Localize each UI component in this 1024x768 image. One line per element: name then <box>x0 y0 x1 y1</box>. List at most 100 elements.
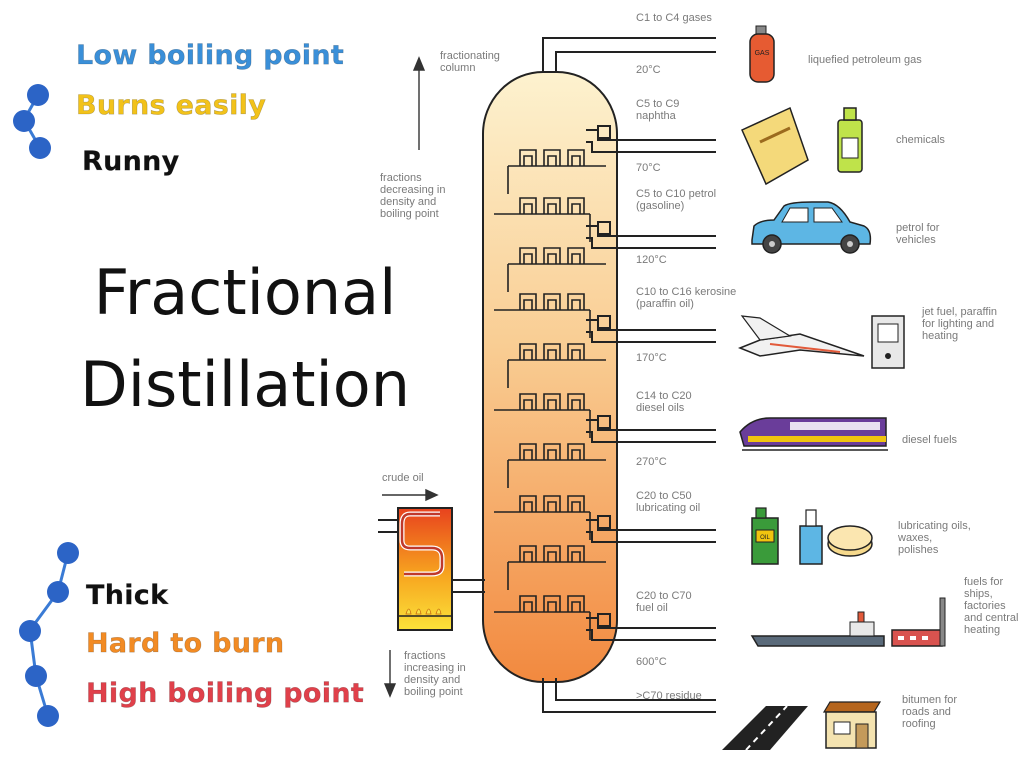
crude-oil-pipe <box>378 519 485 593</box>
bubble-cap <box>543 149 561 166</box>
use-label: jet fuel, paraffin for lighting and heat… <box>922 306 998 342</box>
bubble-cap <box>567 595 585 612</box>
polish-bottle-icon <box>799 509 823 565</box>
bubble-cap <box>567 393 585 410</box>
bubble-cap <box>519 293 537 310</box>
wax-tin-icon <box>827 525 873 557</box>
bubble-cap <box>567 545 585 562</box>
fraction-name: C1 to C4 gases <box>636 12 712 24</box>
property-high-boiling: High boiling point <box>86 678 365 710</box>
bullet-dot-icon <box>57 542 79 564</box>
bubble-cap <box>519 495 537 512</box>
ship-icon <box>750 611 885 647</box>
column-outlets <box>586 125 716 641</box>
outlet-valve <box>597 315 611 329</box>
bubble-cap <box>543 293 561 310</box>
furnace <box>397 507 453 631</box>
heater-icon <box>871 315 905 369</box>
outlet-pipe <box>586 629 716 641</box>
title-line-1: Fractional <box>93 256 397 329</box>
fraction-name: C20 to C70 fuel oil <box>636 590 692 614</box>
bullet-dot-icon <box>37 705 59 727</box>
temperature-label: 270°C <box>636 456 667 468</box>
svg-text:OIL: OIL <box>760 535 770 541</box>
column-label: fractionating column <box>440 50 500 74</box>
bubble-cap <box>543 595 561 612</box>
fraction-name: >C70 residue <box>636 690 702 702</box>
road-icon <box>722 705 808 751</box>
bubble-cap <box>543 443 561 460</box>
outlet-pipe <box>586 141 716 153</box>
gas-cylinder-icon: GAS <box>749 25 775 83</box>
chemicals-icon <box>741 106 863 186</box>
train-icon <box>739 417 888 451</box>
fraction-name: C10 to C16 kerosine (paraffin oil) <box>636 286 737 310</box>
outlet-pipe <box>586 237 716 249</box>
property-thick: Thick <box>86 580 169 612</box>
bubble-cap <box>519 197 537 214</box>
outlet-valve <box>597 221 611 235</box>
gas-outlet-pipe <box>542 37 716 78</box>
use-label: lubricating oils, waxes, polishes <box>898 520 971 556</box>
up-arrow-icon <box>412 56 426 150</box>
use-label: bitumen for roads and roofing <box>902 694 958 730</box>
temperature-label: 120°C <box>636 254 667 266</box>
bullet-dot-icon <box>19 620 41 642</box>
bullet-dot-icon <box>13 110 35 132</box>
bubble-cap <box>567 247 585 264</box>
bullet-dot-icon <box>29 137 51 159</box>
fraction-name: C14 to C20 diesel oils <box>636 390 692 414</box>
bubble-cap <box>519 149 537 166</box>
use-label: petrol for vehicles <box>896 222 940 246</box>
residue-outlet-pipe <box>542 678 716 713</box>
house-icon <box>822 701 882 749</box>
bubble-cap <box>567 293 585 310</box>
oil-can-icon: OIL <box>751 507 779 565</box>
bubble-cap <box>519 247 537 264</box>
property-hard-to-burn: Hard to burn <box>86 628 285 660</box>
bullet-dot-icon <box>47 581 69 603</box>
jet-icon <box>737 315 865 357</box>
use-label: fuels for ships, factories and central h… <box>964 576 1019 636</box>
outlet-valve <box>597 515 611 529</box>
property-low-boiling: Low boiling point <box>76 40 345 72</box>
outlet-pipe <box>586 431 716 443</box>
bubble-cap <box>543 545 561 562</box>
bullet-dot-icon <box>25 665 47 687</box>
bubble-cap <box>543 247 561 264</box>
fractionating-column <box>482 71 618 683</box>
bullet-dot-icon <box>27 84 49 106</box>
bubble-cap <box>567 149 585 166</box>
temperature-label: 20°C <box>636 64 661 76</box>
bubble-cap <box>519 595 537 612</box>
use-label: liquefied petroleum gas <box>808 54 922 66</box>
property-runny: Runny <box>82 146 180 178</box>
bubble-cap <box>519 393 537 410</box>
outlet-valve <box>597 613 611 627</box>
temperature-label: 170°C <box>636 352 667 364</box>
factory-icon <box>891 597 946 647</box>
bubble-cap <box>567 443 585 460</box>
bubble-cap <box>543 197 561 214</box>
fraction-name: C5 to C10 petrol (gasoline) <box>636 188 717 212</box>
outlet-valve <box>597 415 611 429</box>
flame-icon <box>405 608 442 615</box>
bubble-cap <box>519 545 537 562</box>
fraction-name: C20 to C50 lubricating oil <box>636 490 701 514</box>
column-trays <box>494 149 606 640</box>
outlet-pipe <box>586 531 716 543</box>
bubble-cap <box>543 343 561 360</box>
temperature-label: 70°C <box>636 162 661 174</box>
outlet-valve <box>597 125 611 139</box>
crude-oil-label: crude oil <box>382 472 424 484</box>
bubble-cap <box>519 443 537 460</box>
bubble-cap <box>519 343 537 360</box>
bubble-cap <box>567 343 585 360</box>
property-burns-easily: Burns easily <box>76 90 267 122</box>
fraction-name: C5 to C9 naphtha <box>636 98 680 122</box>
bubble-cap <box>567 495 585 512</box>
bubble-cap <box>543 393 561 410</box>
outlet-pipe <box>586 331 716 343</box>
down-arrow-icon <box>383 650 397 698</box>
